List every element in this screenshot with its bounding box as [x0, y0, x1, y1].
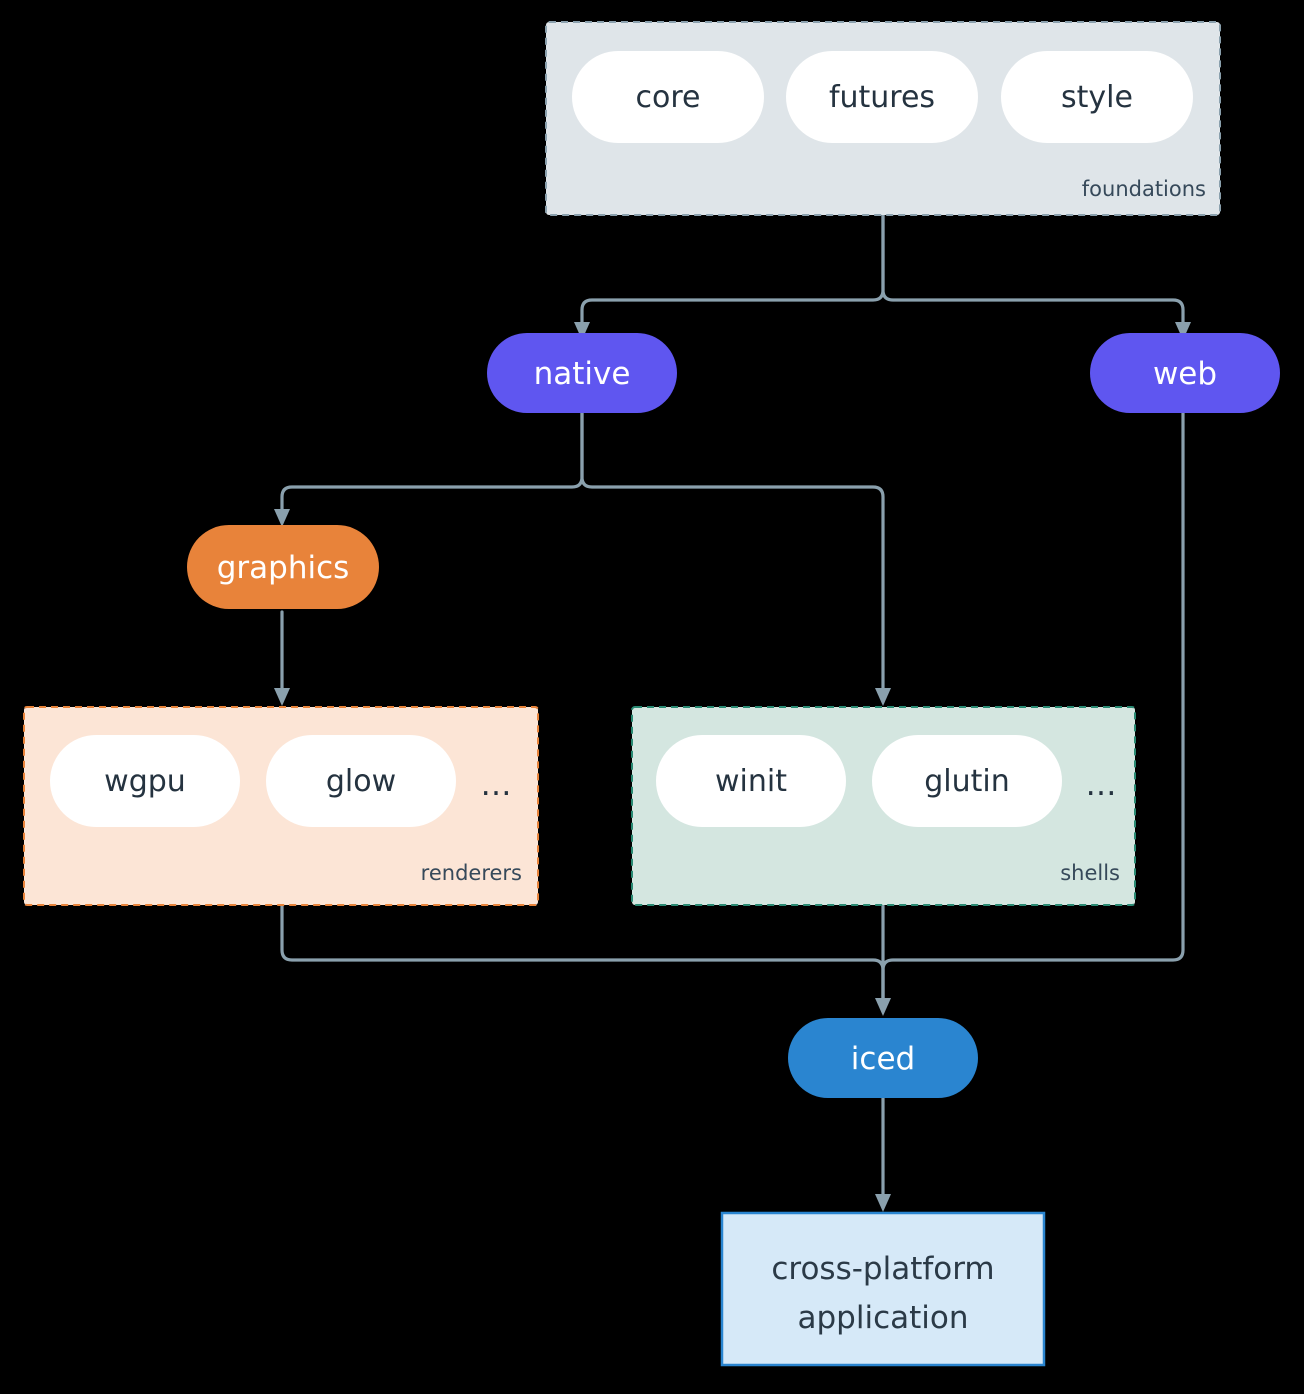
- member-style-pill[interactable]: [1001, 51, 1193, 143]
- edge-foundations-split: [580, 213, 885, 327]
- node-native-label: native: [534, 356, 631, 392]
- cluster-renderers-label: renderers: [421, 861, 522, 885]
- node-application-label-line1: cross-platform: [771, 1251, 994, 1287]
- arrow-foundations-native: [574, 322, 590, 340]
- member-winit-label: winit: [715, 764, 787, 799]
- node-application[interactable]: cross-platform application: [720, 1211, 1046, 1367]
- member-wgpu[interactable]: wgpu: [50, 735, 240, 827]
- member-core-label: core: [636, 80, 701, 115]
- arrow-graphics-renderers: [274, 688, 290, 706]
- member-glutin[interactable]: glutin: [872, 735, 1062, 827]
- node-graphics[interactable]: graphics: [187, 525, 379, 609]
- arrow-foundations-web: [1175, 322, 1191, 340]
- node-application-label-line2: application: [798, 1300, 969, 1336]
- node-web-label: web: [1153, 356, 1217, 392]
- edge-native-graphics: [280, 410, 584, 514]
- renderers-overflow-ellipsis: …: [481, 767, 512, 803]
- edge-layer: [274, 213, 1191, 1212]
- cluster-shells-label: shells: [1060, 861, 1120, 885]
- member-winit[interactable]: winit: [656, 735, 846, 827]
- node-application-shape[interactable]: [720, 1211, 1046, 1367]
- node-native[interactable]: native: [487, 333, 677, 413]
- member-core-pill[interactable]: [572, 51, 764, 143]
- member-glow-label: glow: [326, 764, 396, 799]
- edge-web-iced: [881, 410, 1185, 1002]
- cluster-foundations: core futures style foundations: [545, 21, 1221, 216]
- arrow-to-iced: [875, 998, 891, 1016]
- arrow-native-graphics: [274, 509, 290, 527]
- member-core[interactable]: core: [572, 51, 764, 143]
- member-glow[interactable]: glow: [266, 735, 456, 827]
- member-glutin-pill[interactable]: [872, 735, 1062, 827]
- edge-renderers-iced: [280, 904, 885, 1002]
- arrow-native-shells: [875, 688, 891, 706]
- member-glutin-label: glutin: [924, 764, 1010, 799]
- cluster-foundations-label: foundations: [1082, 177, 1206, 201]
- member-futures-label: futures: [829, 80, 935, 115]
- cluster-renderers: wgpu glow … renderers: [23, 706, 539, 906]
- edge-foundations-web: [881, 213, 1185, 327]
- shells-overflow-ellipsis: …: [1086, 767, 1117, 803]
- member-wgpu-label: wgpu: [104, 764, 186, 799]
- node-web[interactable]: web: [1090, 333, 1280, 413]
- member-winit-pill[interactable]: [656, 735, 846, 827]
- member-glow-pill[interactable]: [266, 735, 456, 827]
- arrow-iced-application: [875, 1194, 891, 1212]
- node-web-shape[interactable]: [1090, 333, 1280, 413]
- node-iced-shape[interactable]: [788, 1018, 978, 1098]
- member-wgpu-pill[interactable]: [50, 735, 240, 827]
- node-iced-label: iced: [851, 1041, 915, 1077]
- edge-native-shells: [580, 410, 885, 692]
- node-iced[interactable]: iced: [788, 1018, 978, 1098]
- cluster-shells: winit glutin … shells: [631, 706, 1136, 906]
- member-style-label: style: [1061, 80, 1133, 115]
- member-style[interactable]: style: [1001, 51, 1193, 143]
- member-futures[interactable]: futures: [786, 51, 978, 143]
- node-native-shape[interactable]: [487, 333, 677, 413]
- node-graphics-shape[interactable]: [187, 525, 379, 609]
- node-graphics-label: graphics: [217, 550, 350, 586]
- member-futures-pill[interactable]: [786, 51, 978, 143]
